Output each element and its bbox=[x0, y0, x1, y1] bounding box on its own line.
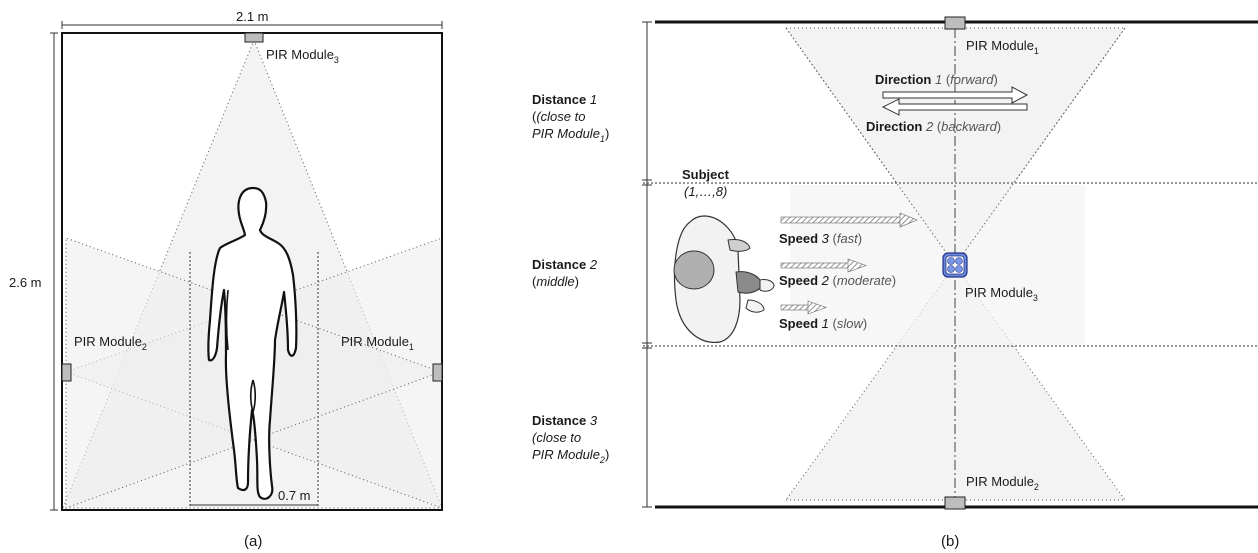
pir1-cone bbox=[785, 27, 1126, 266]
silhouette-leg-detail bbox=[249, 379, 257, 415]
pir2-sensor-box-b bbox=[944, 496, 966, 510]
pir2-label-b: PIR Module2 bbox=[966, 474, 1039, 492]
speed-2-arrow bbox=[780, 258, 867, 273]
pir2-label: PIR Module2 bbox=[74, 334, 147, 352]
svg-text:PIR Module1): PIR Module1) bbox=[532, 126, 609, 144]
panel-b-caption: (b) bbox=[941, 533, 959, 550]
pir2-cone bbox=[785, 264, 1126, 501]
direction-1-forward-arrow bbox=[882, 86, 1029, 104]
svg-text:Distance 2: Distance 2 bbox=[532, 257, 598, 272]
walkway-width-label: 0.7 m bbox=[278, 488, 311, 503]
svg-text:Distance 3: Distance 3 bbox=[532, 413, 598, 428]
pir1-label-b: PIR Module1 bbox=[966, 38, 1039, 56]
pir3-ceiling-sensor bbox=[942, 252, 968, 278]
panel-a: PIR Module3 PIR Module2 PIR Module1 2.1 … bbox=[9, 9, 443, 550]
speed-3-arrow bbox=[780, 212, 918, 228]
subject-range-label: (1,…,8) bbox=[684, 184, 727, 199]
direction-1-label: Direction 1 (forward) bbox=[875, 72, 998, 87]
pir3-sensor-box bbox=[244, 32, 264, 43]
subject-topdown-figure bbox=[673, 215, 775, 343]
pir2-sensor-box bbox=[61, 363, 72, 382]
pir3-label-b: PIR Module3 bbox=[965, 285, 1038, 303]
pir1-sensor-box-b bbox=[944, 16, 966, 30]
silhouette-arm-detail bbox=[225, 289, 229, 351]
svg-text:Distance 1: Distance 1 bbox=[532, 92, 597, 107]
svg-text:PIR Module2): PIR Module2) bbox=[532, 447, 609, 465]
speed-2-label: Speed 2 (moderate) bbox=[779, 273, 896, 288]
speed-3-label: Speed 3 (fast) bbox=[779, 231, 862, 246]
speed-1-label: Speed 1 (slow) bbox=[779, 316, 867, 331]
subject-label: Subject bbox=[682, 167, 730, 182]
height-label: 2.6 m bbox=[9, 275, 42, 290]
panel-b: PIR Module1 PIR Module3 PIR Module2 Dire… bbox=[532, 16, 1258, 550]
svg-text:(close to: (close to bbox=[532, 430, 581, 445]
human-silhouette bbox=[207, 186, 298, 500]
direction-2-label: Direction 2 (backward) bbox=[866, 119, 1001, 134]
svg-text:((close to: ((close to bbox=[532, 109, 585, 124]
distance-1-desc: (close to bbox=[536, 109, 585, 124]
width-label: 2.1 m bbox=[236, 9, 269, 24]
distance-3-label: Distance 3 (close to PIR Module2) bbox=[532, 413, 609, 465]
direction-2-backward-arrow bbox=[881, 98, 1028, 116]
pir3-label: PIR Module3 bbox=[266, 47, 339, 65]
distance-1-label: Distance 1 ((close to PIR Module1) bbox=[532, 92, 609, 144]
pir1-sensor-box bbox=[432, 363, 443, 382]
distance-2-label: Distance 2 (middle) bbox=[532, 257, 598, 289]
svg-text:(middle): (middle) bbox=[532, 274, 579, 289]
speed-1-arrow bbox=[780, 300, 827, 315]
pir1-label: PIR Module1 bbox=[341, 334, 414, 352]
panel-a-caption: (a) bbox=[244, 533, 262, 550]
